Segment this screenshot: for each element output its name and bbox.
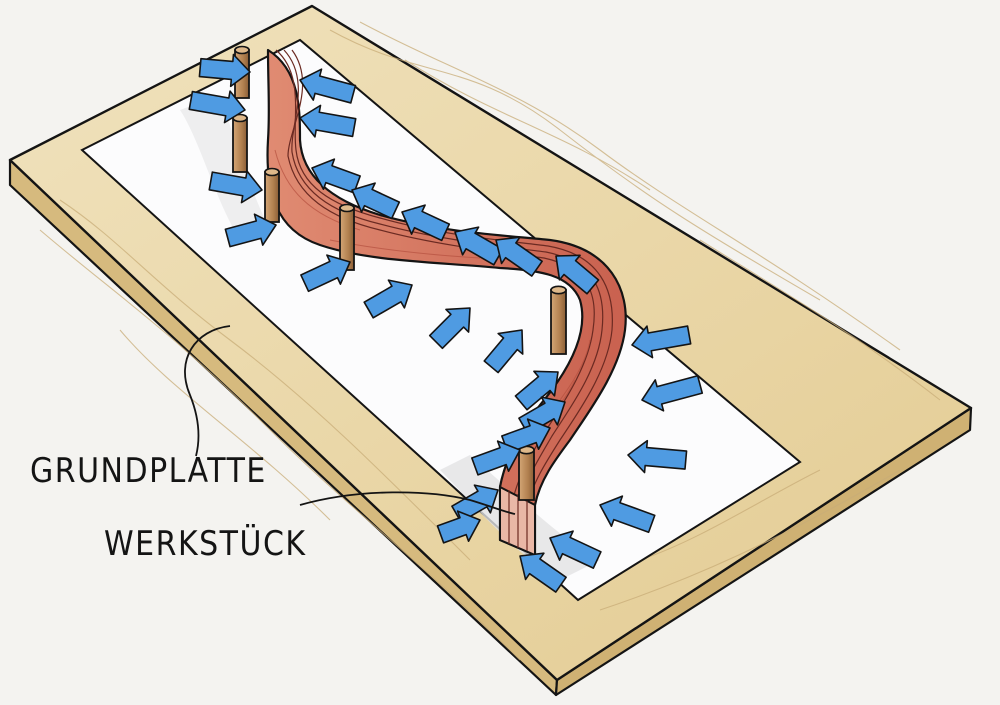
blue-arrow-icon xyxy=(363,279,413,319)
label-werkstueck: WERKSTÜCK xyxy=(104,525,307,565)
blue-arrow-icon xyxy=(188,90,246,124)
label-grundplatte: GRUNDPLATTE xyxy=(30,452,267,492)
blue-arrow-icon xyxy=(401,204,451,242)
pegs xyxy=(232,45,567,501)
blue-arrow-icon xyxy=(471,440,521,476)
blue-arrow-icon xyxy=(299,68,357,104)
blue-arrow-icon xyxy=(549,530,602,569)
blue-arrow-icon xyxy=(495,236,543,277)
dowel-peg-icon xyxy=(339,203,355,271)
blue-arrow-icon xyxy=(311,158,361,194)
leader-grundplatte xyxy=(184,325,231,457)
blue-arrow-icon xyxy=(208,170,263,204)
blue-arrow-icon xyxy=(351,182,401,220)
blue-arrow-icon xyxy=(454,226,504,266)
blue-arrow-icon xyxy=(299,104,357,138)
base-board xyxy=(8,4,973,697)
blue-arrow-icon xyxy=(627,439,688,474)
blue-arrow-icon xyxy=(198,53,251,88)
wood-grain xyxy=(39,21,941,661)
blue-arrow-icon xyxy=(631,325,692,359)
blue-arrow-icon xyxy=(224,213,277,248)
dowel-peg-icon xyxy=(232,113,248,173)
blue-arrow-icon xyxy=(514,370,559,411)
pressure-arrows xyxy=(188,53,704,593)
blue-arrow-icon xyxy=(555,254,600,295)
blue-arrow-icon xyxy=(641,374,704,412)
blue-arrow-icon xyxy=(483,329,524,374)
dowel-peg-icon xyxy=(550,285,567,355)
dowel-peg-icon xyxy=(518,445,535,501)
leader-lines xyxy=(184,325,516,515)
leader-werkstueck xyxy=(299,491,516,515)
blue-arrow-icon xyxy=(428,307,471,350)
blue-arrow-icon xyxy=(300,254,351,293)
blue-arrow-icon xyxy=(599,495,656,534)
blue-arrow-icon xyxy=(519,552,567,593)
blue-arrow-icon xyxy=(436,510,481,544)
dowel-peg-icon xyxy=(264,167,280,223)
